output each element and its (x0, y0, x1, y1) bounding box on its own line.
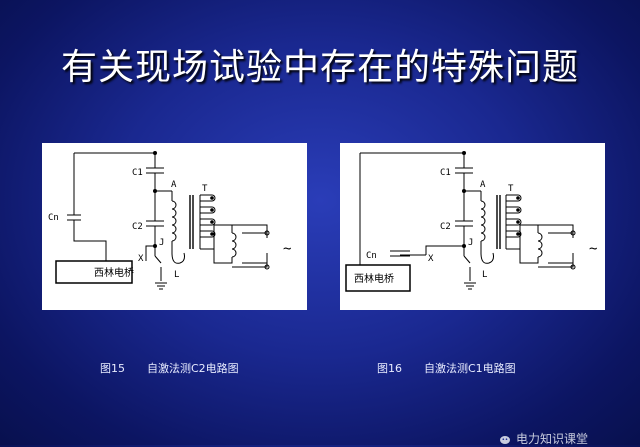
label-t: T (508, 184, 514, 194)
label-c1: C1 (440, 168, 451, 178)
slide-title: 有关现场试验中存在的特殊问题 (60, 47, 579, 88)
bridge-box (55, 260, 133, 284)
wechat-icon (500, 435, 510, 444)
caption-number: 图16 (377, 362, 402, 375)
circuit-svg-fig16: C1 C2 Cn A T J X L ~ 西林电桥 (345, 151, 597, 292)
figure-caption-fig16: 图16 自激法测C1电路图 (377, 360, 516, 376)
label-a: A (171, 180, 177, 190)
label-l: L (482, 270, 487, 280)
label-ac-source: ~ (283, 241, 291, 257)
caption-text: 自激法测C1电路图 (424, 362, 516, 375)
circuit-diagram-fig15: C1 C2 Cn A T J X L ~ 西林电桥 (42, 143, 307, 310)
caption-text: 自激法测C2电路图 (147, 362, 239, 375)
label-x: X (138, 254, 144, 264)
figure-caption-fig15: 图15 自激法测C2电路图 (100, 360, 239, 376)
label-a: A (480, 180, 486, 190)
caption-number: 图15 (100, 362, 125, 375)
label-x: X (428, 254, 434, 264)
watermark: 电力知识课堂 (500, 430, 588, 447)
label-j: J (468, 238, 473, 248)
label-l: L (174, 270, 179, 280)
circuit-svg-fig15: C1 C2 Cn A T J X L ~ 西林电桥 (48, 151, 291, 290)
label-c2: C2 (132, 222, 143, 232)
label-c2: C2 (440, 222, 451, 232)
bridge-label: 西林电桥 (94, 266, 134, 279)
label-c1: C1 (132, 168, 143, 178)
bridge-label: 西林电桥 (354, 272, 394, 285)
label-cn: Cn (48, 213, 59, 223)
label-ac-source: ~ (589, 241, 597, 257)
circuit-diagram-fig16: C1 C2 Cn A T J X L ~ 西林电桥 (340, 143, 605, 310)
label-j: J (159, 238, 164, 248)
watermark-text: 电力知识课堂 (516, 432, 589, 446)
label-cn: Cn (366, 251, 377, 261)
bridge-box (345, 264, 411, 292)
label-t: T (202, 184, 208, 194)
